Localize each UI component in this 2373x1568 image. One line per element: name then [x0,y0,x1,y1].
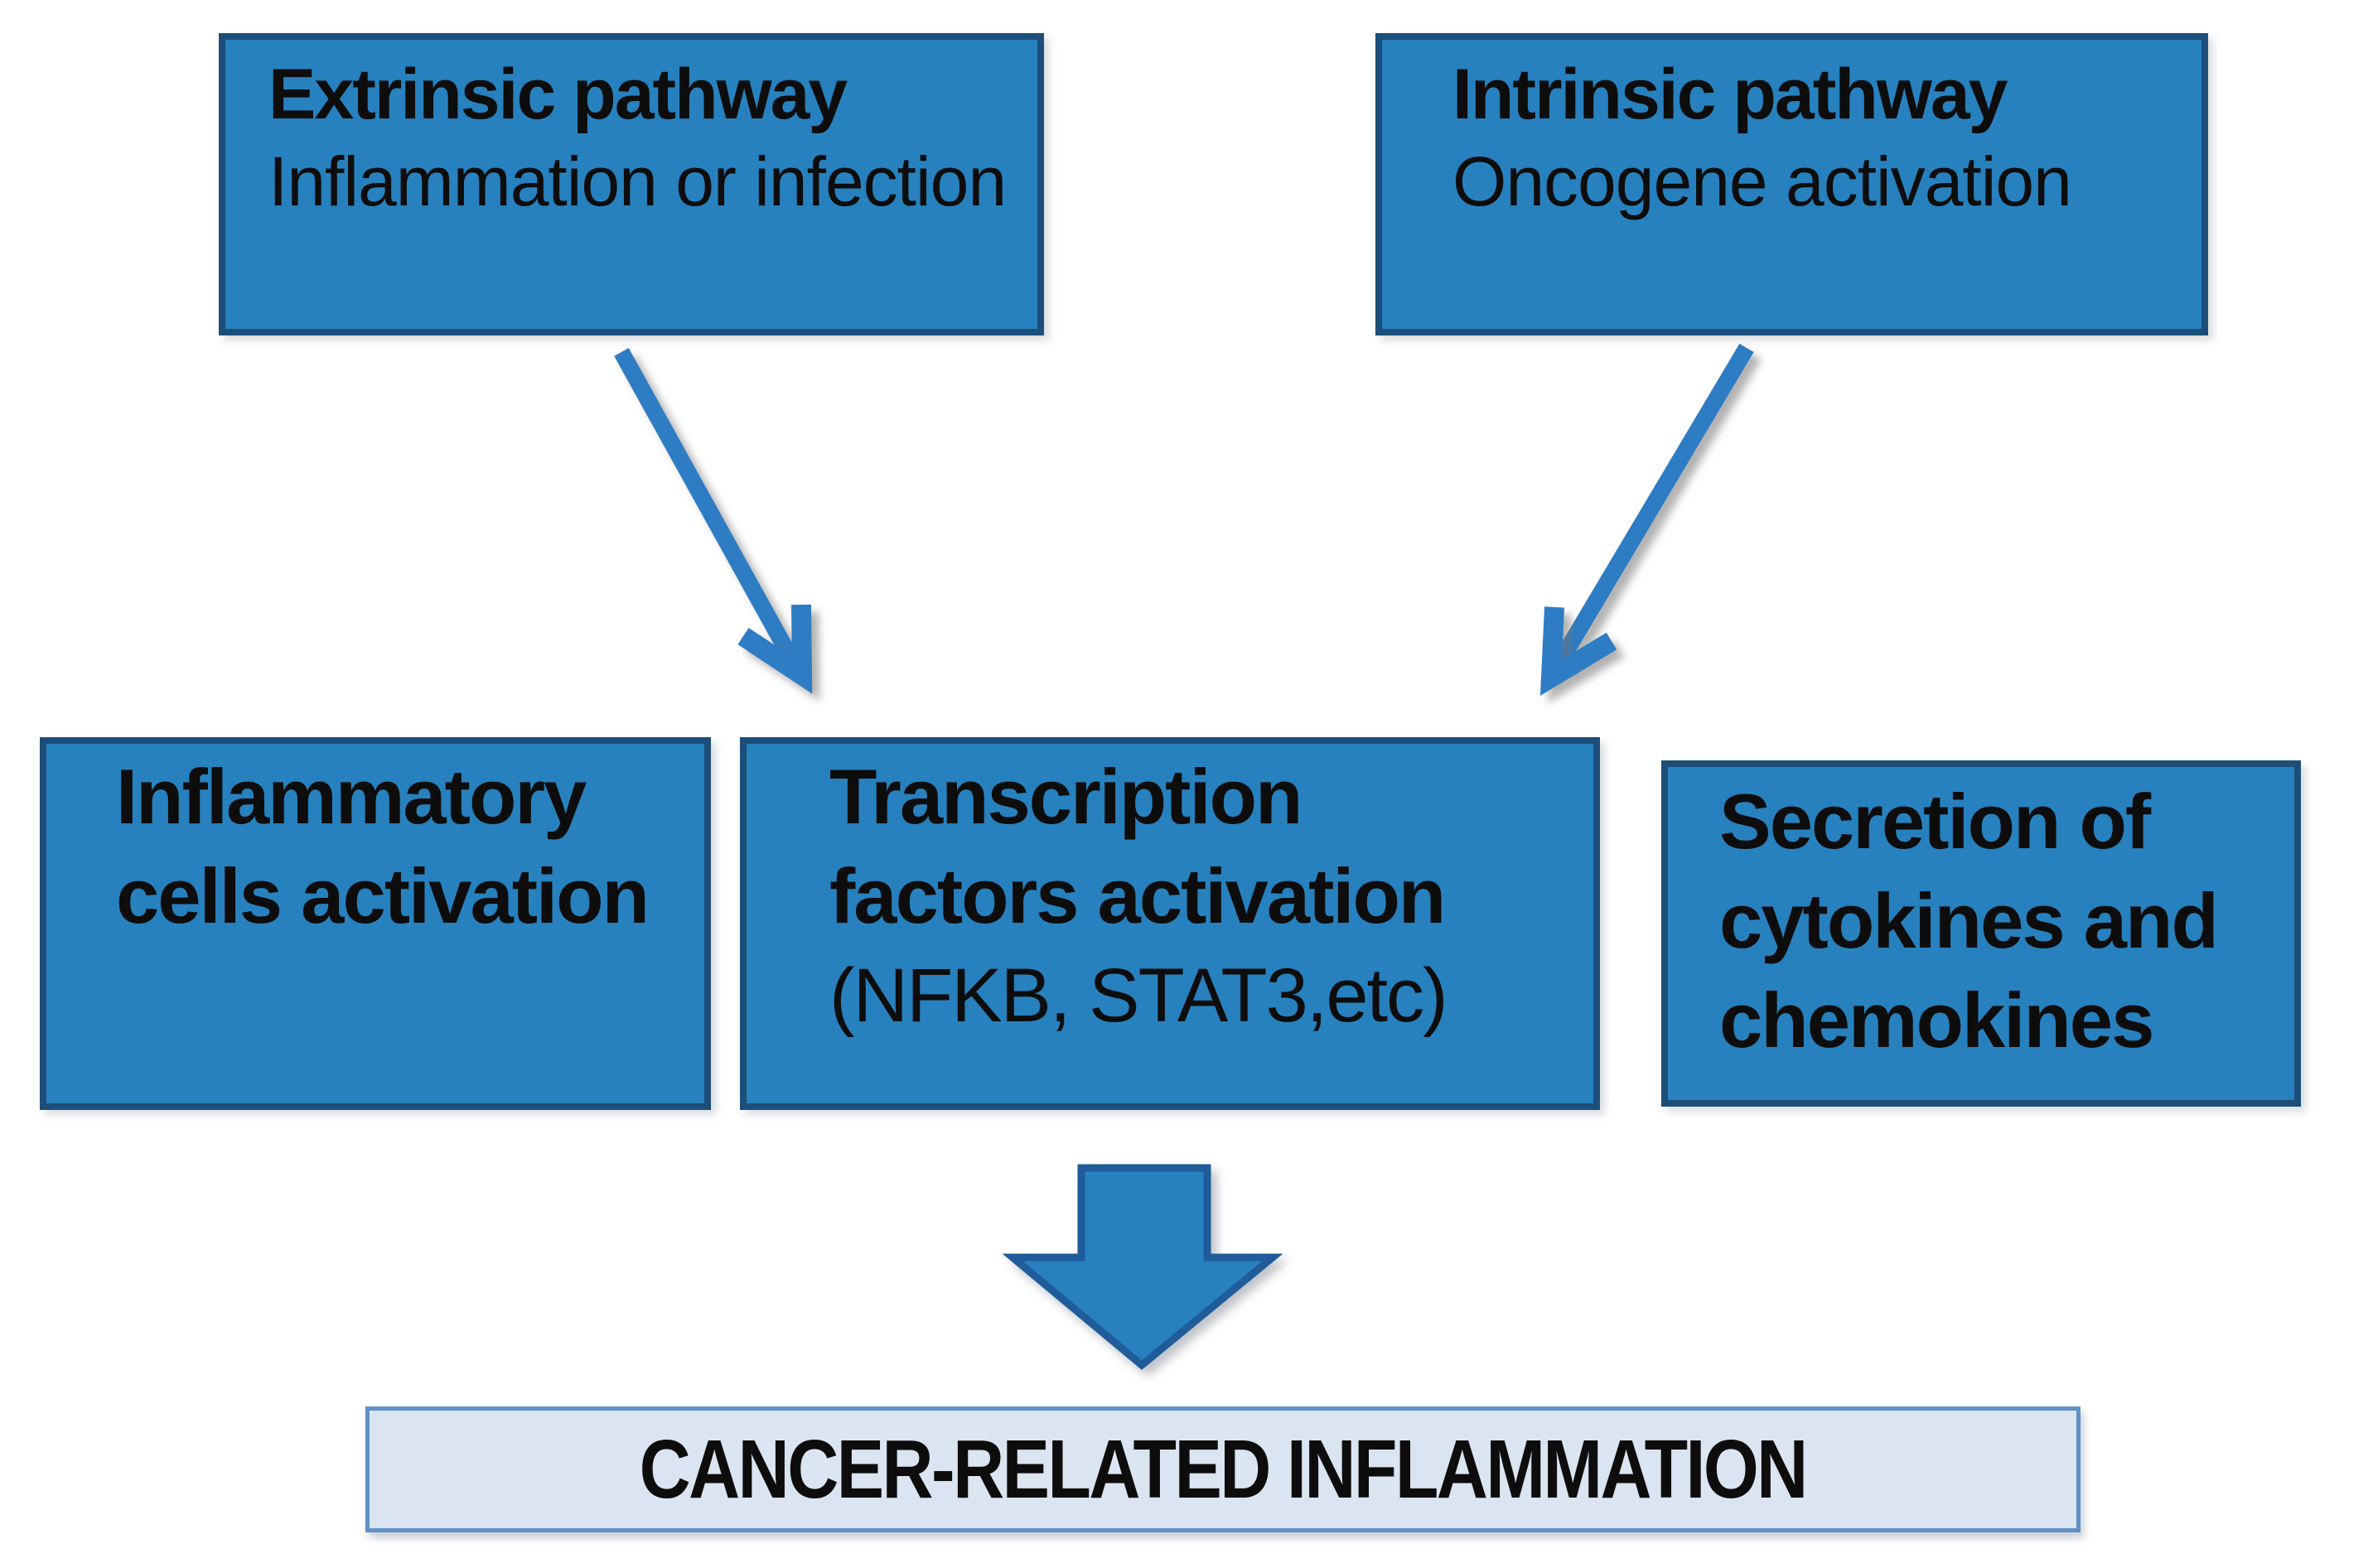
transcription-factors-list: (NFKB, STAT3,etc) [829,953,1448,1038]
down-block-arrow [1002,1164,1283,1370]
intrinsic-arrow-shaft [1552,343,1754,668]
inflammatory-line-1: Inflammatory [116,753,587,840]
inflammatory-line-2: cells activation [116,852,650,939]
extrinsic-arrow-head [737,604,813,694]
cancer-related-inflammation-label: CANCER-RELATED INFLAMMATION [639,1422,1809,1516]
intrinsic-arrow-head [1539,606,1617,696]
intrinsic-pathway-subtitle: Oncogene activation [1452,142,2072,220]
intrinsic-pathway-title: Intrinsic pathway [1452,55,2008,134]
intrinsic-to-transcription-arrow [1539,343,1754,696]
extrinsic-pathway-box: Extrinsic pathway Inflammation or infect… [219,33,1044,335]
secretion-cytokines-box: Secretion of cytokines and chemokines [1661,760,2301,1107]
extrinsic-pathway-subtitle: Inflammation or infection [268,142,1007,220]
cancer-related-inflammation-box: CANCER-RELATED INFLAMMATION [365,1406,2081,1532]
transcription-line-1: Transcription [829,753,1302,840]
secretion-line-1: Secretion of [1719,778,2151,865]
intrinsic-pathway-box: Intrinsic pathway Oncogene activation [1375,33,2208,335]
transcription-factors-box: Transcription factors activation (NFKB, … [740,737,1600,1110]
extrinsic-pathway-title: Extrinsic pathway [268,55,848,134]
transcription-line-2: factors activation [829,852,1446,939]
extrinsic-to-transcription-arrow [614,348,813,694]
inflammatory-cells-box: Inflammatory cells activation [40,737,711,1110]
secretion-line-2: cytokines and [1719,877,2219,964]
secretion-line-3: chemokines [1719,977,2154,1064]
extrinsic-arrow-shaft [614,348,799,663]
